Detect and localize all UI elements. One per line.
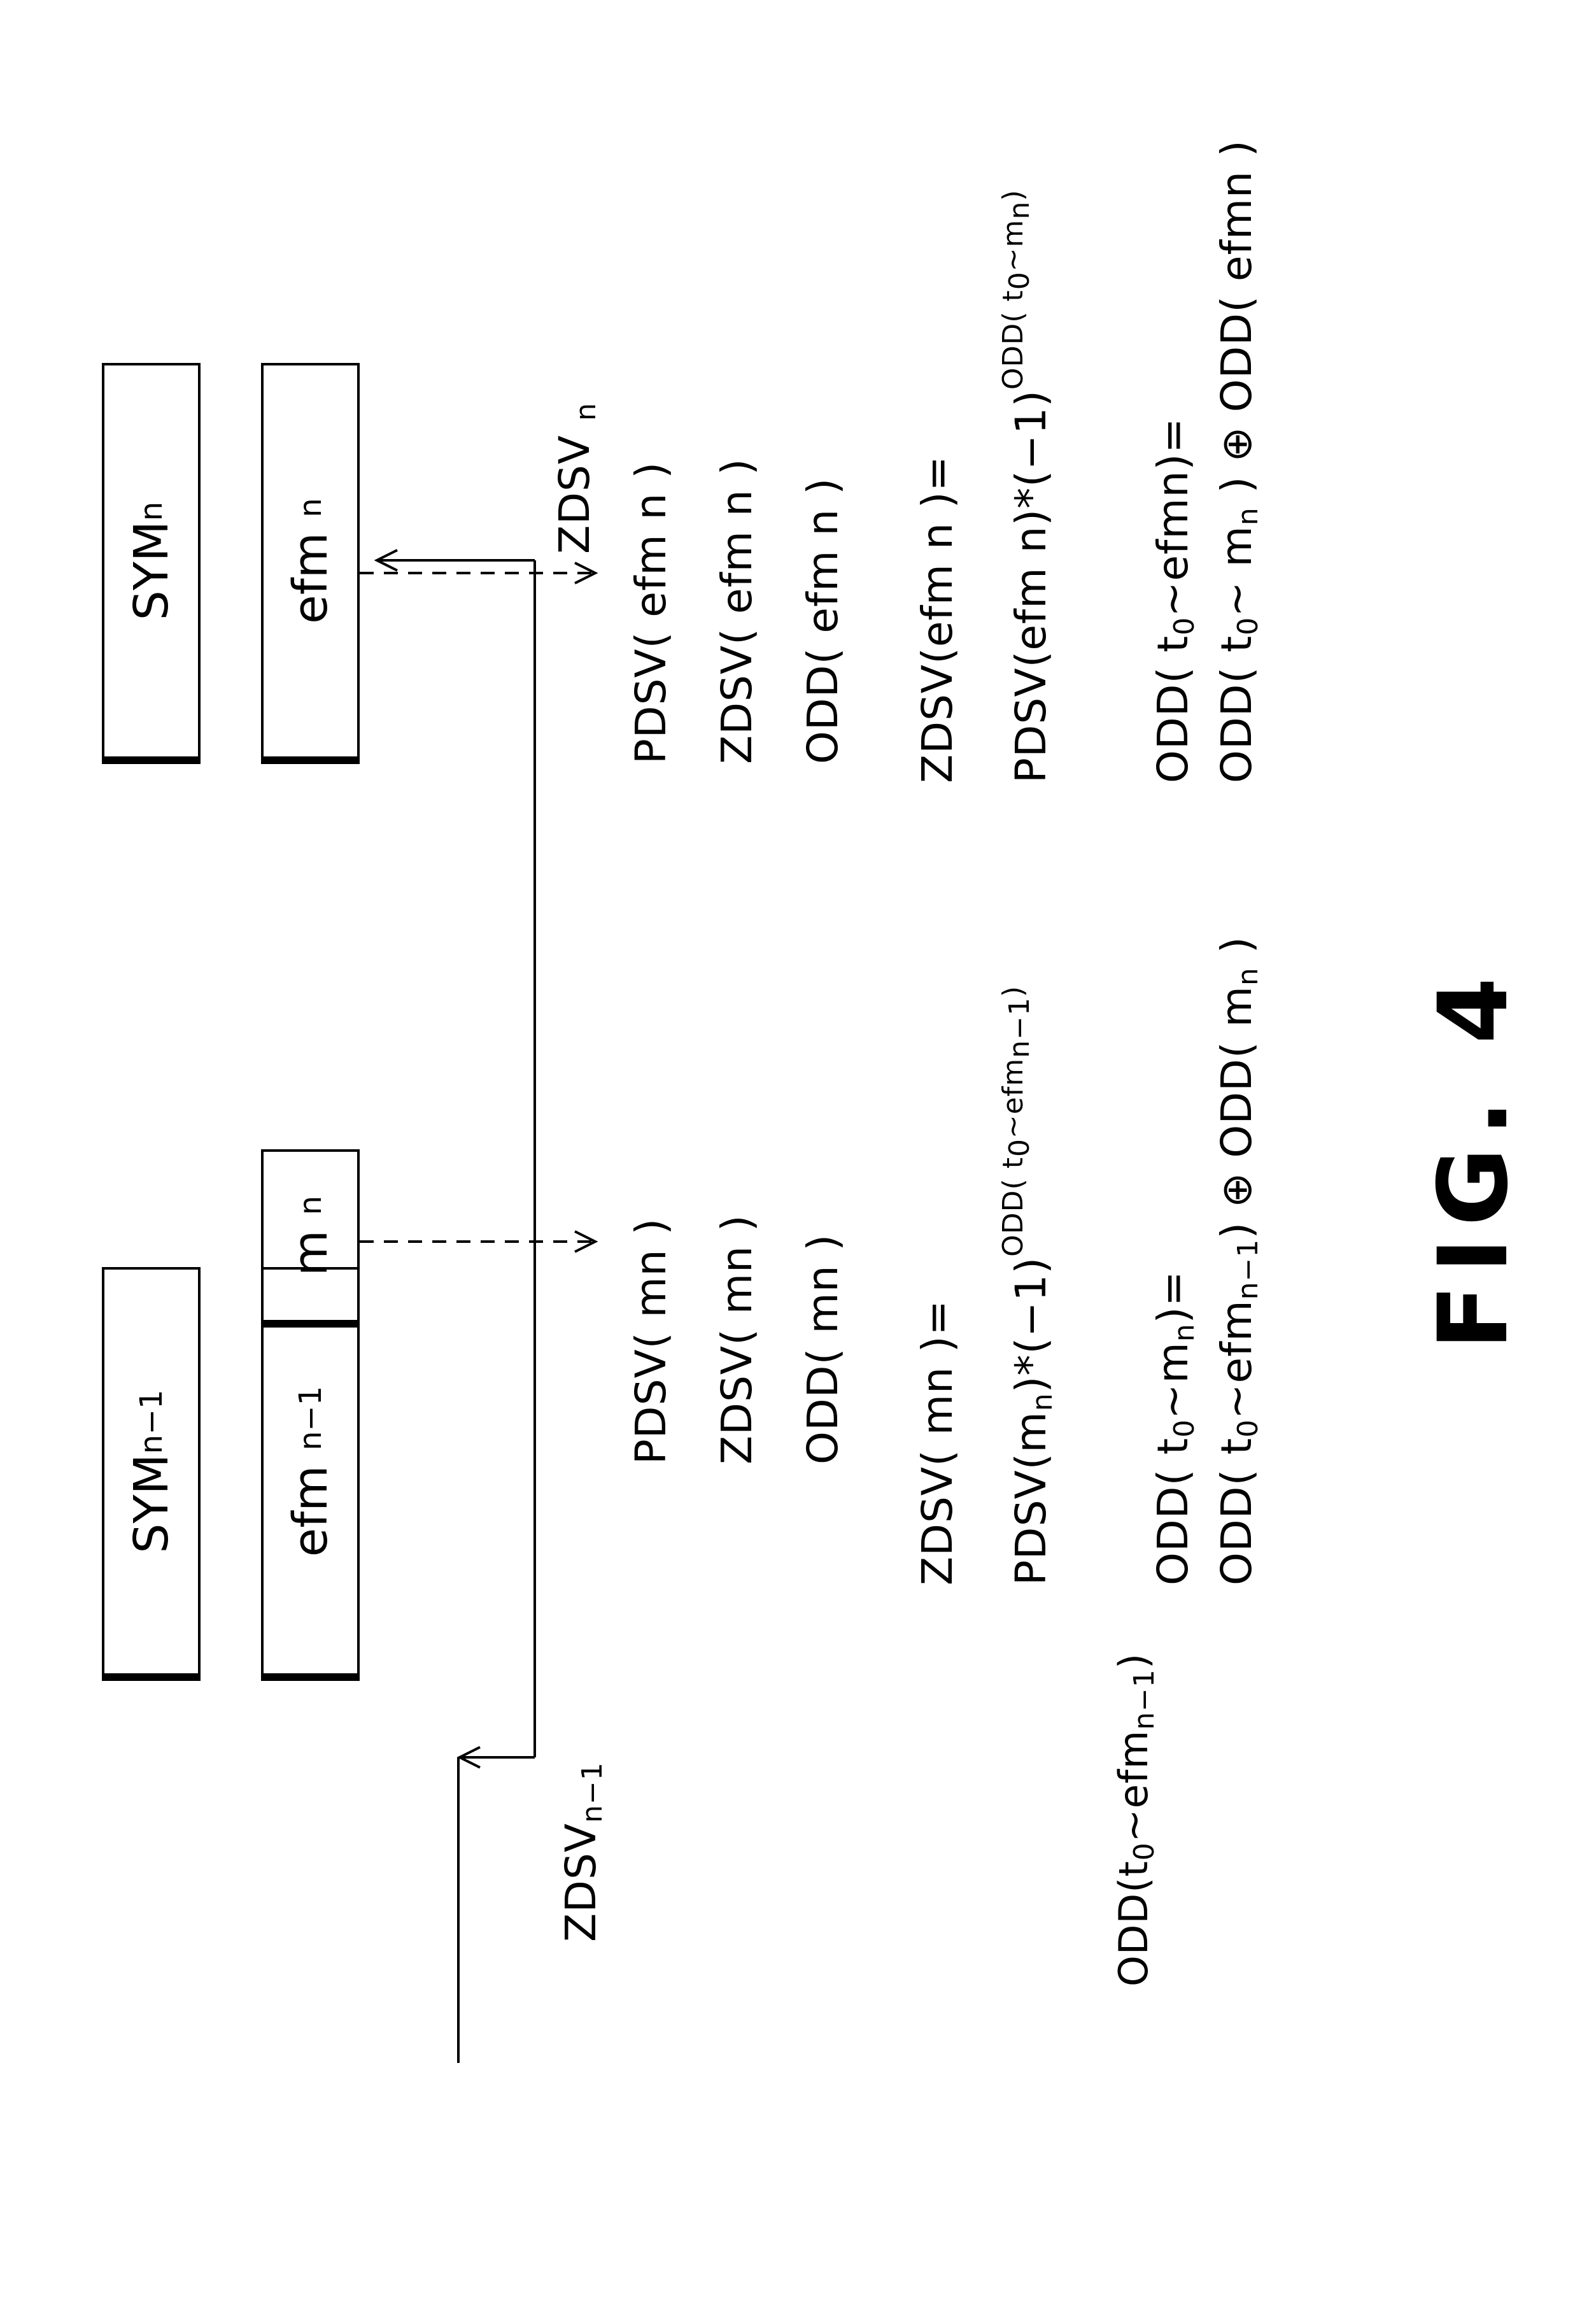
figure-label: FIG. 4 <box>1418 966 1529 1350</box>
efm-box-prev: efm n−1 <box>261 1267 360 1681</box>
mn-zdsv-f-sup-a: ODD( t <box>997 1157 1029 1257</box>
mn-odd-f2-b: ~efm <box>1212 1300 1261 1419</box>
mn-zdsv-formula-line1: ZDSV( mn )= <box>913 1300 962 1585</box>
mn-zdsv: ZDSV( mn ) <box>712 1214 761 1464</box>
mn-zdsv-f-sub: n <box>1026 1392 1059 1412</box>
mn-pdsv: PDSV( mn ) <box>626 1217 675 1464</box>
mn-zdsv-formula-line2: PDSV(mn)*(−1)ODD( t0~efmn−1) <box>997 985 1059 1585</box>
efmn-zdsv-f-a: PDSV(efm n)*(−1) <box>1006 390 1056 783</box>
mn-odd-f-sub2: n <box>1168 1323 1201 1342</box>
mn-odd-f-b: ~m <box>1148 1342 1197 1419</box>
mn-odd-f2-sub: 0 <box>1232 1419 1264 1438</box>
efm-box-n-sub: n <box>292 498 328 518</box>
merge-box-n: m n <box>261 1149 360 1328</box>
efmn-zdsv-formula-line1: ZDSV(efm n )= <box>913 455 962 783</box>
mn-zdsv-f-b: )*(−1) <box>1006 1256 1056 1393</box>
efmn-odd-f2-sub2: n <box>1232 507 1264 526</box>
efmn-odd-f2-c: ) ⊕ ODD( efmn ) <box>1212 139 1261 507</box>
efmn-odd-formula-line1: ODD( t0~efmn)= <box>1148 417 1201 783</box>
odd-prev-b: ~efm <box>1110 1729 1157 1843</box>
efmn-zdsv-f-sup-b: ~m <box>997 219 1029 272</box>
efm-box-n-label: efm <box>283 532 338 624</box>
efmn-zdsv-formula-line2: PDSV(efm n)*(−1)ODD( t0~mn) <box>997 189 1056 783</box>
mn-zdsv-f-sup-sub2: n−1 <box>1003 996 1036 1058</box>
symbol-box-prev-sub: n−1 <box>133 1389 169 1454</box>
efmn-odd-f-b: ~efmn)= <box>1148 417 1197 617</box>
symbol-box-n-label: SYM <box>124 521 179 621</box>
symbol-box-prev-label: SYM <box>124 1454 179 1554</box>
symbol-box-n-sub: n <box>133 501 169 521</box>
zdsv-n-label: ZDSV n <box>550 402 602 554</box>
mn-odd-f-c: )= <box>1148 1270 1197 1324</box>
efmn-zdsv-f-sup-sub2: n <box>1003 201 1036 220</box>
zdsv-n-sub: n <box>570 402 602 421</box>
efmn-odd-f2-a: ODD( t <box>1212 635 1261 783</box>
mn-odd-f-sub: 0 <box>1168 1419 1201 1438</box>
zdsv-prev-label: ZDSVn−1 <box>556 1762 609 1942</box>
efmn-pdsv: PDSV( efm n ) <box>626 461 675 764</box>
efmn-zdsv: ZDSV( efm n ) <box>712 458 761 764</box>
efm-box-prev-sub: n−1 <box>292 1385 328 1450</box>
mn-odd-f-a: ODD( t <box>1148 1437 1197 1585</box>
mn-odd-f2-sub2: n−1 <box>1232 1238 1264 1300</box>
mn-zdsv-f-sup-b: ~efm <box>997 1058 1029 1139</box>
mn-zdsv-f-sup-c: ) <box>997 985 1029 997</box>
odd-prev-expression: ODD(t0~efmn−1) <box>1110 1653 1161 1987</box>
zdsv-prev-sub: n−1 <box>576 1762 609 1823</box>
merge-box-n-sub: n <box>292 1195 328 1215</box>
efmn-zdsv-f-sup-c: ) <box>997 189 1029 201</box>
efmn-odd-f-a: ODD( t <box>1148 635 1197 783</box>
mn-odd-f2-d: ) <box>1212 936 1261 968</box>
mn-zdsv-f-a: PDSV(m <box>1006 1411 1056 1585</box>
efm-box-n: efm n <box>261 363 360 764</box>
odd-prev-sub2: n−1 <box>1128 1669 1161 1730</box>
efmn-odd-formula-line2: ODD( t0~ mn ) ⊕ ODD( efmn ) <box>1212 139 1264 783</box>
mn-odd-f2-a: ODD( t <box>1212 1437 1261 1585</box>
zdsv-n-text: ZDSV <box>550 434 599 554</box>
efmn-odd-f-sub: 0 <box>1168 616 1201 635</box>
efmn-zdsv-f-sup: ODD( t0~mn) <box>997 189 1036 390</box>
mn-odd-f2-sub3: n <box>1232 967 1264 986</box>
mn-odd: ODD( mn ) <box>798 1233 847 1464</box>
efmn-odd: ODD( efm n ) <box>798 478 847 764</box>
zdsv-prev-text: ZDSV <box>556 1822 605 1942</box>
mn-zdsv-f-sup: ODD( t0~efmn−1) <box>997 985 1036 1257</box>
odd-prev-a: ODD(t <box>1110 1860 1157 1987</box>
efm-box-prev-label: efm <box>283 1465 338 1557</box>
efmn-zdsv-f-sup-sub: 0 <box>1003 271 1036 290</box>
mn-odd-f2-c: ) ⊕ ODD( m <box>1212 985 1261 1239</box>
mn-zdsv-f-sup-sub: 0 <box>1003 1138 1036 1158</box>
merge-box-n-label: m <box>283 1229 338 1277</box>
mn-odd-formula-line1: ODD( t0~mn)= <box>1148 1270 1201 1585</box>
mn-odd-formula-line2: ODD( t0~efmn−1) ⊕ ODD( mn ) <box>1212 936 1264 1585</box>
efmn-zdsv-f-sup-a: ODD( t <box>997 290 1029 390</box>
efmn-odd-f2-b: ~ m <box>1212 525 1261 617</box>
odd-prev-sub: 0 <box>1128 1842 1161 1861</box>
efmn-odd-f2-sub: 0 <box>1232 616 1264 635</box>
odd-prev-c: ) <box>1110 1652 1157 1669</box>
